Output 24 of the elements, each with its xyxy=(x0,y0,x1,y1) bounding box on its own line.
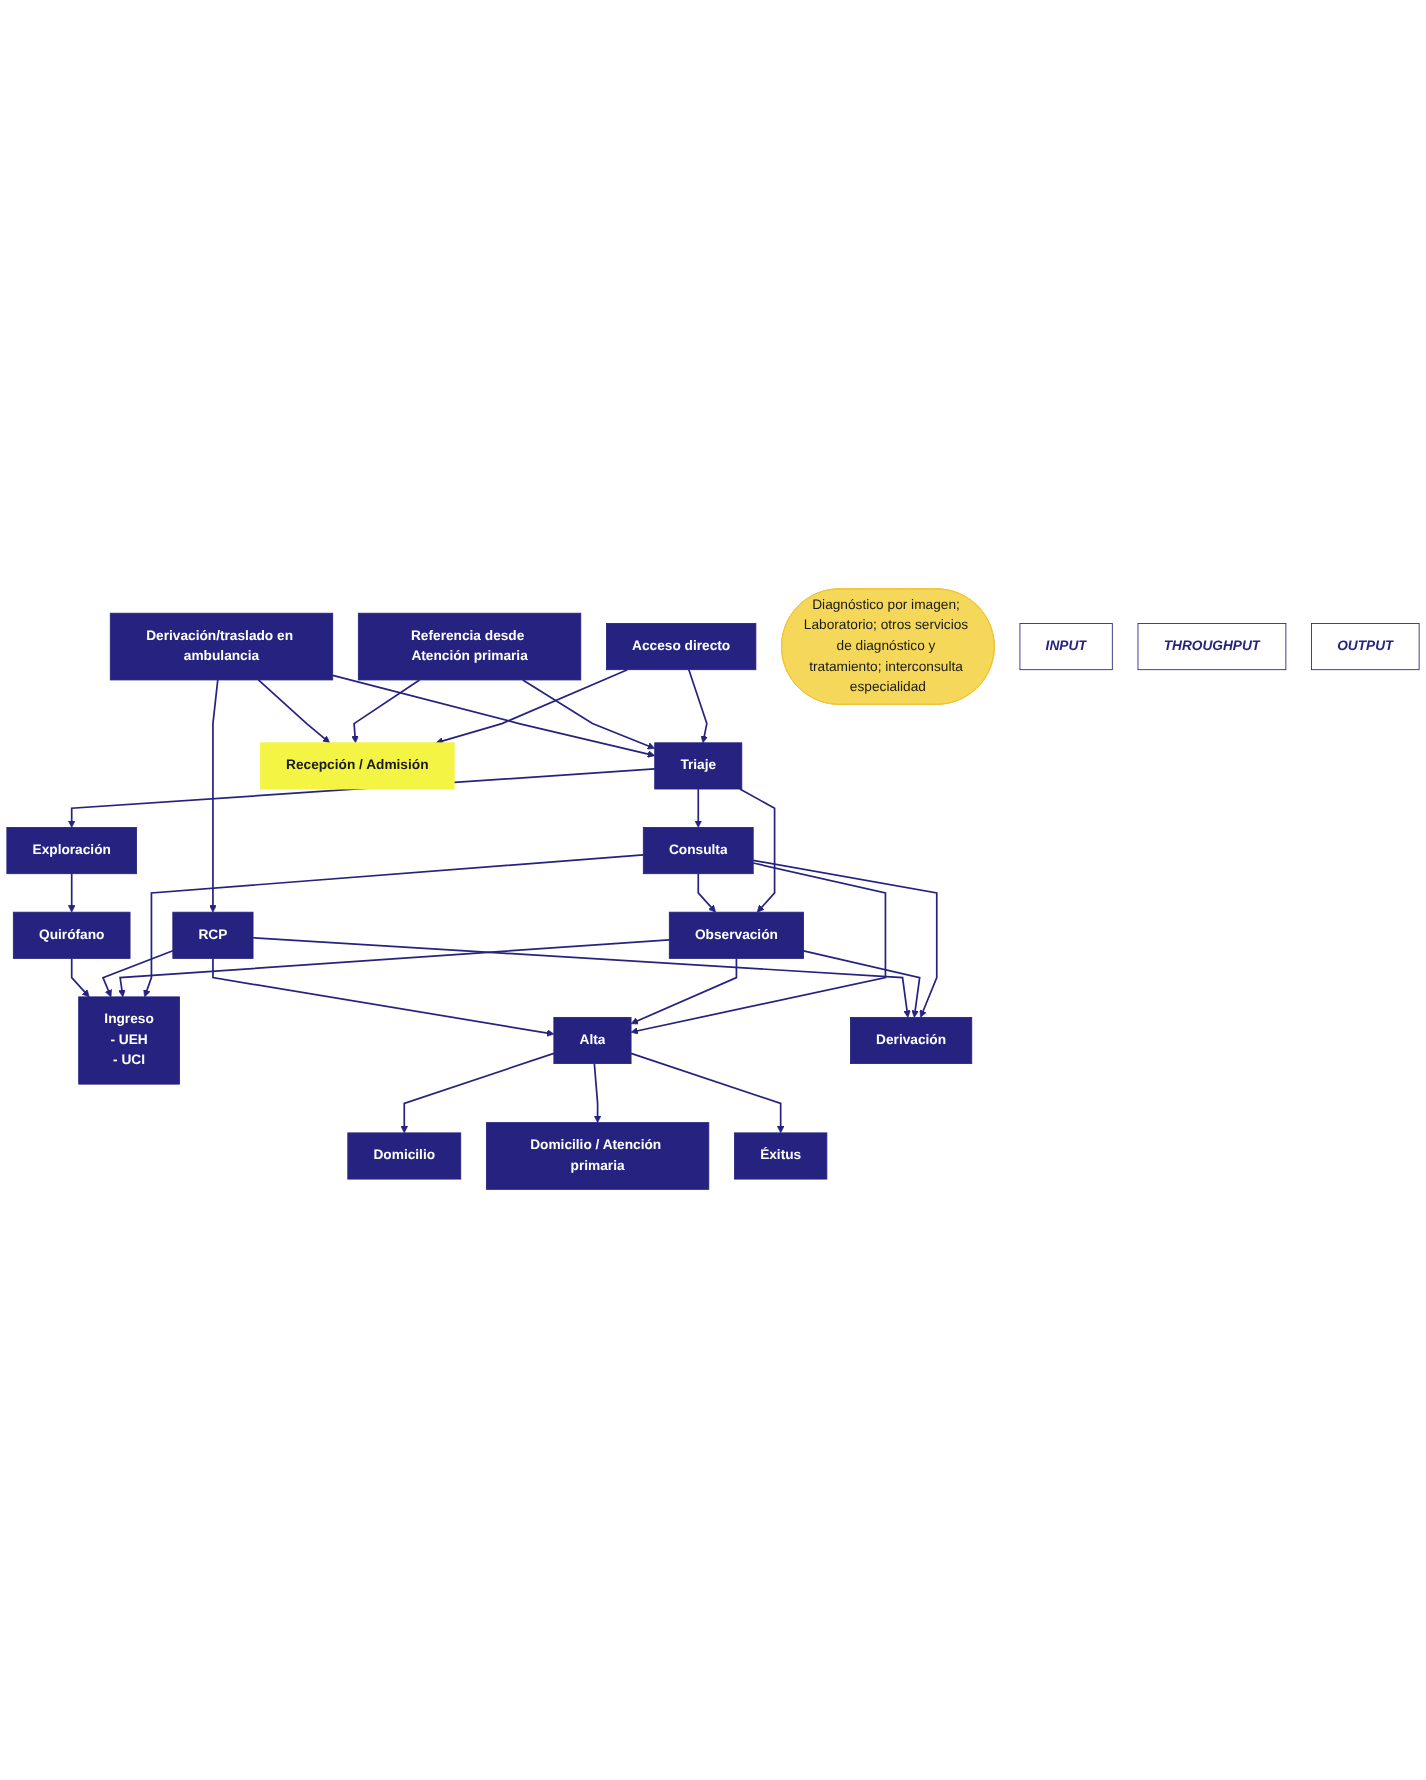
arrow xyxy=(521,680,656,751)
arrow xyxy=(630,863,887,1036)
arrow xyxy=(252,937,911,1019)
arrow xyxy=(593,1063,602,1124)
arrow xyxy=(331,675,656,759)
arrow xyxy=(257,680,330,745)
arrow xyxy=(118,939,671,999)
arrow xyxy=(351,680,421,745)
arrow xyxy=(70,958,90,999)
arrow xyxy=(212,958,555,1038)
arrow xyxy=(697,873,716,914)
arrow xyxy=(752,860,938,1019)
arrow xyxy=(802,950,921,1019)
arrow xyxy=(435,669,629,746)
arrow xyxy=(630,958,738,1026)
arrow xyxy=(694,789,703,829)
arrow xyxy=(630,1053,785,1135)
arrow xyxy=(739,789,776,914)
arrow xyxy=(400,1053,555,1135)
arrow xyxy=(67,873,76,914)
arrow xyxy=(143,854,645,999)
arrow xyxy=(209,680,219,914)
arrow xyxy=(688,669,708,745)
arrow xyxy=(101,950,174,999)
